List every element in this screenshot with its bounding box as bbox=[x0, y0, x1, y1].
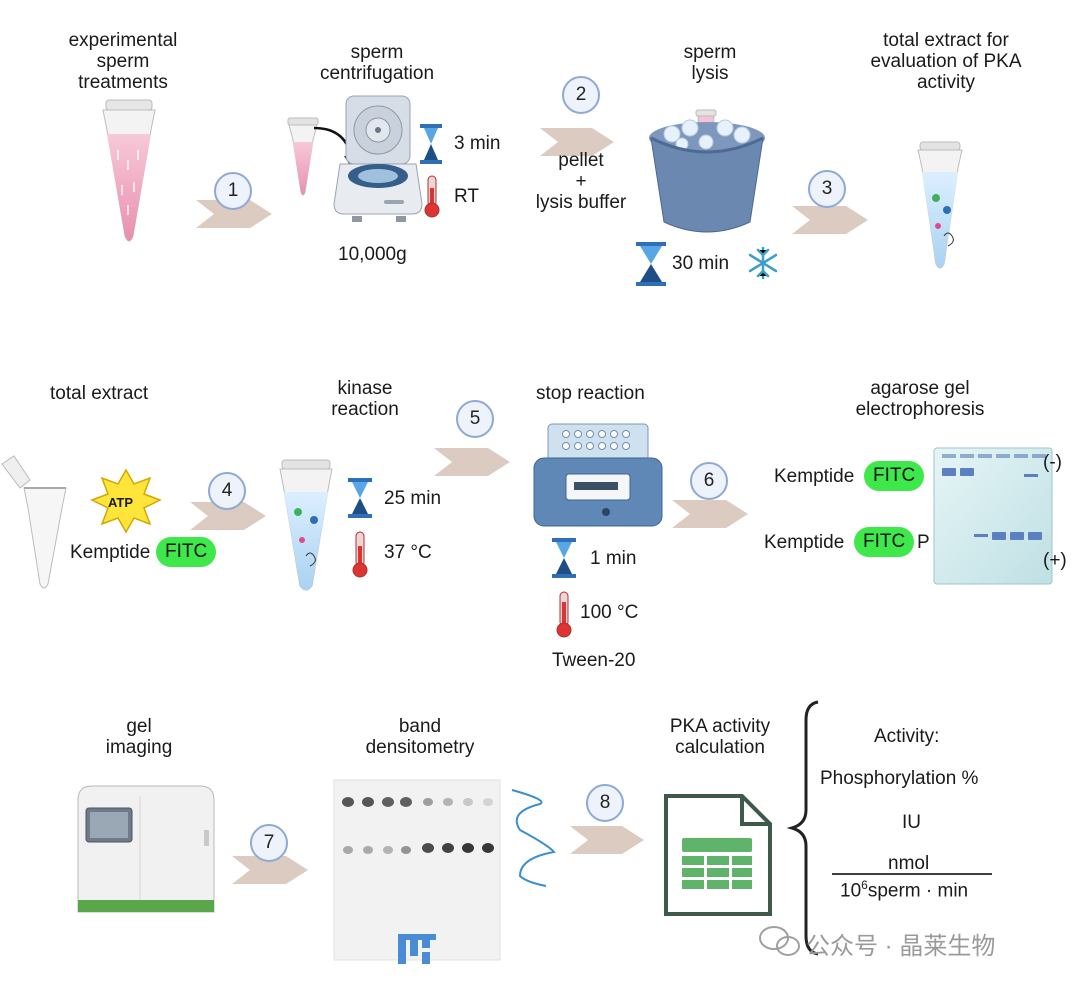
arrow-5 bbox=[434, 448, 510, 476]
arrow-4 bbox=[190, 502, 266, 530]
arrow-1 bbox=[196, 200, 272, 228]
heat-block bbox=[533, 423, 663, 527]
centrifuge bbox=[333, 95, 423, 222]
snowflake-icon bbox=[748, 246, 778, 280]
curly-brace bbox=[786, 700, 819, 956]
phospho-suffix: P bbox=[917, 532, 930, 553]
tube-total-extract-blue bbox=[917, 141, 963, 269]
label-total-extract: total extract bbox=[50, 383, 149, 404]
arrow-7 bbox=[232, 856, 308, 884]
centrifuge-temperature: RT bbox=[454, 186, 479, 207]
activity-iu: IU bbox=[902, 812, 921, 833]
activity-phosphorylation: Phosphorylation % bbox=[820, 768, 979, 789]
denominator-base: 10 bbox=[840, 880, 862, 902]
agarose-gel bbox=[933, 447, 1053, 585]
label-sperm-centrifugation: sperm centrifugation bbox=[319, 42, 435, 84]
label-agarose-gel-electrophoresis: agarose gel electrophoresis bbox=[855, 378, 985, 420]
step-1-badge: 1 bbox=[214, 172, 252, 210]
fraction-numerator: nmol bbox=[888, 853, 930, 874]
label-stop-reaction: stop reaction bbox=[536, 383, 645, 404]
gel-photo bbox=[333, 779, 501, 961]
denominator-exponent: 6 bbox=[861, 878, 868, 892]
fiji-logo bbox=[398, 934, 436, 964]
hourglass-icon-centrifuge bbox=[420, 124, 442, 164]
kinase-time: 25 min bbox=[384, 488, 442, 509]
ice-bucket bbox=[649, 109, 765, 233]
arrow-6 bbox=[672, 500, 748, 528]
label-experimental-sperm-treatments: experimental sperm treatments bbox=[68, 30, 178, 93]
centrifuge-time: 3 min bbox=[454, 133, 501, 154]
gel-imager bbox=[77, 785, 215, 913]
step-6-badge: 6 bbox=[690, 462, 728, 500]
label-kinase-reaction: kinase reaction bbox=[331, 378, 399, 420]
stop-time: 1 min bbox=[590, 548, 637, 569]
gel-kemptide-label-2: Kemptide bbox=[764, 532, 845, 553]
step-2-badge: 2 bbox=[562, 76, 600, 114]
gel-negative-pole: (-) bbox=[1043, 452, 1062, 473]
label-pellet-lysis-buffer: pellet + lysis buffer bbox=[535, 150, 627, 213]
spreadsheet-document-icon bbox=[664, 794, 772, 916]
gel-fitc-badge-1: FITC bbox=[864, 461, 925, 491]
arrow-2 bbox=[540, 128, 614, 156]
wechat-icon bbox=[759, 926, 800, 956]
tube-sperm-treatments bbox=[102, 99, 156, 242]
atp-label: ATP bbox=[108, 495, 134, 510]
arrow-8 bbox=[570, 826, 644, 854]
label-pka-activity-calculation: PKA activity calculation bbox=[669, 716, 771, 758]
step-4-badge: 4 bbox=[208, 472, 246, 510]
hourglass-icon-kinase bbox=[348, 478, 372, 518]
step-7-badge: 7 bbox=[250, 824, 288, 862]
stop-reagent: Tween-20 bbox=[552, 650, 636, 671]
fitc-badge: FITC bbox=[156, 537, 217, 567]
step-8-badge: 8 bbox=[586, 784, 624, 822]
kinase-temperature: 37 °C bbox=[384, 542, 432, 563]
arrow-3 bbox=[792, 206, 868, 234]
label-total-extract-pka: total extract for evaluation of PKA acti… bbox=[870, 30, 1022, 93]
hourglass-icon-lysis bbox=[636, 242, 666, 286]
stop-temperature: 100 °C bbox=[580, 602, 639, 623]
thermometer-icon-kinase bbox=[352, 531, 368, 578]
gel-positive-pole: (+) bbox=[1043, 550, 1067, 571]
gel-fitc-badge-2: FITC bbox=[854, 527, 915, 557]
tube-small-pink bbox=[287, 117, 319, 196]
label-band-densitometry: band densitometry bbox=[365, 716, 475, 758]
tube-kinase-reaction bbox=[279, 459, 333, 591]
centrifuge-speed: 10,000g bbox=[338, 244, 407, 265]
lysis-time: 30 min bbox=[672, 253, 730, 274]
hourglass-icon-stop bbox=[552, 538, 576, 578]
densitometry-curve bbox=[511, 789, 556, 887]
label-sperm-lysis: sperm lysis bbox=[683, 42, 737, 84]
step-5-badge: 5 bbox=[456, 400, 494, 438]
thermometer-icon-centrifuge bbox=[424, 175, 440, 218]
kemptide-label: Kemptide bbox=[70, 542, 151, 563]
flow-arrows bbox=[190, 128, 868, 884]
thermometer-icon-stop bbox=[556, 591, 572, 638]
atp-star-icon bbox=[90, 468, 162, 534]
fraction-denominator: 106sperm · min bbox=[840, 875, 968, 901]
watermark: 公众号 · 晶莱生物 bbox=[806, 933, 996, 960]
gel-kemptide-label-1: Kemptide bbox=[774, 466, 855, 487]
denominator-rest: sperm · min bbox=[867, 880, 969, 902]
activity-title: Activity: bbox=[874, 726, 940, 747]
step-3-badge: 3 bbox=[808, 170, 846, 208]
tube-total-extract-open bbox=[1, 455, 67, 589]
label-gel-imaging: gel imaging bbox=[105, 716, 173, 758]
